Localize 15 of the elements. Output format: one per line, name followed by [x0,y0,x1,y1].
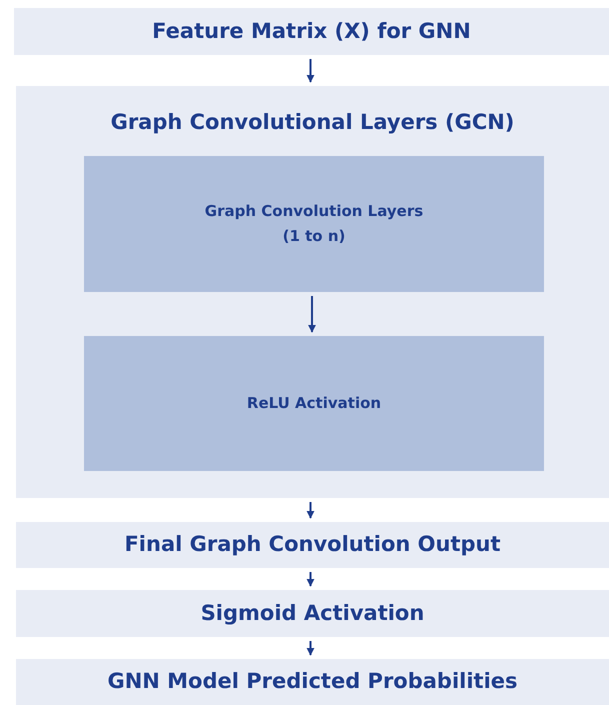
box-label: ReLU Activation [246,392,382,414]
process-box [84,156,544,292]
group-heading: Graph Convolutional Layers (GCN) [110,110,514,136]
box-label: GNN Model Predicted Probabilities [107,669,518,695]
arrow [306,502,314,519]
group-panel [16,86,609,498]
arrow [306,572,314,587]
process-box [84,336,544,471]
arrow [306,59,314,83]
box-label: Final Graph Convolution Output [124,532,501,558]
arrow [306,641,314,656]
arrow [308,296,316,333]
box-label: Sigmoid Activation [200,600,424,626]
box-label: Feature Matrix (X) for GNN [152,18,471,44]
box-label: Graph Convolution Layers (1 to n) [204,200,424,247]
